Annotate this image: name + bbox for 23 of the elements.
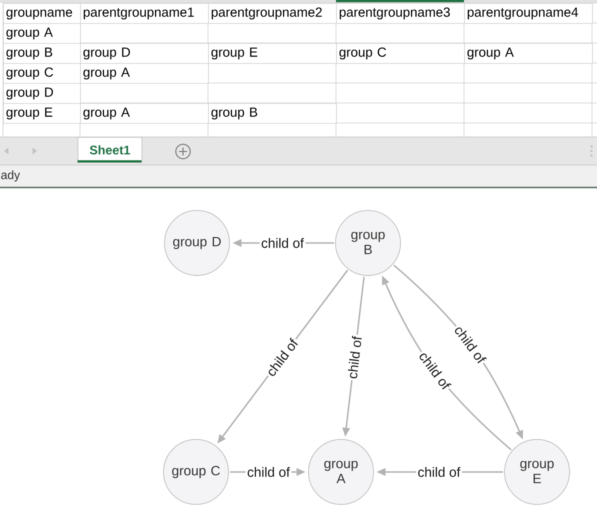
- table-cell: group A: [3, 23, 81, 44]
- column-header: parentgroupname4: [464, 3, 593, 24]
- table-cell: group B: [3, 43, 81, 64]
- table-cell: group D: [80, 43, 209, 64]
- edge-label: child of: [260, 238, 306, 248]
- column-header: groupname: [3, 3, 81, 24]
- table-cell: group C: [3, 63, 81, 84]
- status-text: ady: [1, 170, 20, 182]
- edge-label: child of: [416, 466, 462, 478]
- column-header: parentgroupname3: [336, 3, 465, 24]
- edge-label: child of: [246, 466, 292, 478]
- table-cell: group B: [208, 103, 337, 124]
- table-cell: group C: [336, 43, 465, 64]
- column-header: parentgroupname2: [208, 3, 337, 24]
- table-cell: group A: [80, 63, 209, 84]
- table-cell: group D: [3, 83, 81, 104]
- column-header: parentgroupname1: [80, 3, 209, 24]
- table-cell: group E: [208, 43, 337, 64]
- sheet-tab: Sheet1: [78, 136, 142, 163]
- table-cell: group E: [3, 103, 81, 124]
- edge-label: child of: [346, 334, 363, 381]
- table-cell: group A: [464, 43, 593, 64]
- table-cell: group A: [80, 103, 209, 124]
